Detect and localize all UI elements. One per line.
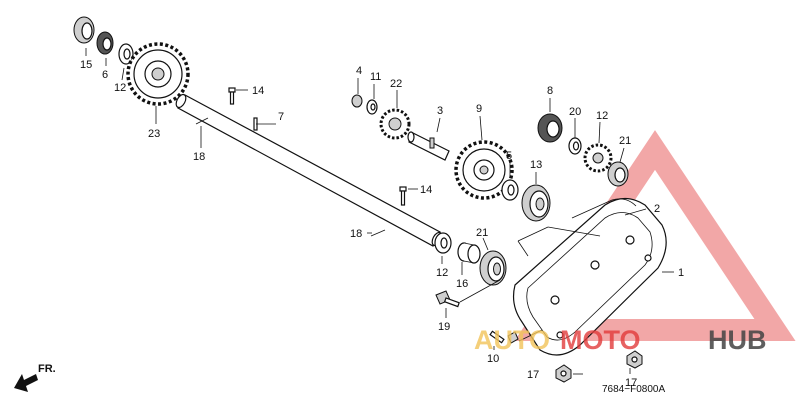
label-12-shaft: 14 (420, 184, 432, 196)
label-1: 1 (678, 267, 684, 279)
label-6: 6 (102, 69, 108, 81)
label-15: 15 (80, 59, 92, 71)
gear-8 (583, 143, 613, 173)
washer-4 (351, 94, 363, 108)
label-18-lower: 18 (350, 228, 362, 240)
gear-23 (126, 42, 190, 106)
washer-11 (366, 99, 378, 115)
bearing-20 (607, 161, 629, 187)
label-19: 19 (438, 321, 450, 333)
nut-17-right (626, 350, 643, 369)
label-16: 16 (456, 278, 468, 290)
watermark-hub: HUB (708, 325, 767, 355)
label-7: 7 (278, 111, 284, 123)
label-8: 12 (596, 110, 608, 122)
front-label: FR. (38, 363, 56, 375)
watermark-auto: AUTO (474, 325, 550, 355)
nut-17-bottom (555, 364, 572, 383)
label-21-top: 13 (530, 159, 542, 171)
leader-lines (85, 48, 674, 375)
clip-18-top (195, 117, 209, 125)
gear-9 (454, 140, 514, 200)
bolt-10 (489, 330, 519, 344)
seal-5 (537, 113, 563, 143)
watermark-moto: MOTO (560, 325, 641, 355)
washer-12-left (118, 43, 134, 65)
collar-16 (457, 242, 481, 264)
label-12-lower: 12 (436, 267, 448, 279)
gear-22 (379, 108, 411, 140)
label-17-right: 17 (625, 377, 637, 389)
diagram-code: 7684−F0800A (602, 384, 665, 395)
bearing-21-top (521, 184, 551, 222)
label-23: 23 (148, 128, 160, 140)
label-4: 4 (356, 65, 362, 77)
part-labels: 15 6 12 23 14 7 18 4 11 22 3 9 5 13 8 20… (80, 59, 684, 389)
label-3: 3 (437, 105, 443, 117)
label-12-mid: 5 (506, 150, 512, 162)
label-22: 22 (390, 78, 402, 90)
label-12-left: 12 (114, 82, 126, 94)
watermark-text: AUTO MOTO HUB (474, 325, 767, 355)
pin-14-top (228, 87, 236, 105)
washer-12-lower (434, 232, 452, 254)
pin-14-lower (399, 186, 407, 206)
clip-18-lower (370, 229, 386, 237)
gasket-2 (571, 198, 637, 219)
label-13: 20 (569, 106, 581, 118)
washer-13 (568, 137, 582, 155)
label-11: 11 (370, 71, 381, 83)
seal-6 (96, 31, 114, 55)
label-14-top: 14 (252, 85, 264, 97)
bearing-15 (73, 16, 95, 44)
front-arrow: FR. (14, 363, 56, 392)
label-10: 10 (487, 353, 499, 365)
bolt-19 (435, 290, 460, 308)
label-17-bottom: 17 (527, 369, 539, 381)
case-cover-1 (512, 197, 667, 356)
shaft-3 (407, 131, 450, 161)
label-5: 8 (547, 85, 553, 97)
label-21-lower: 21 (476, 227, 488, 239)
label-9: 9 (476, 103, 482, 115)
bearing-21-lower (479, 250, 507, 286)
label-20: 21 (619, 135, 631, 147)
label-2: 2 (654, 203, 660, 215)
label-18-top: 18 (193, 151, 205, 163)
washer-12-mid (501, 179, 519, 201)
